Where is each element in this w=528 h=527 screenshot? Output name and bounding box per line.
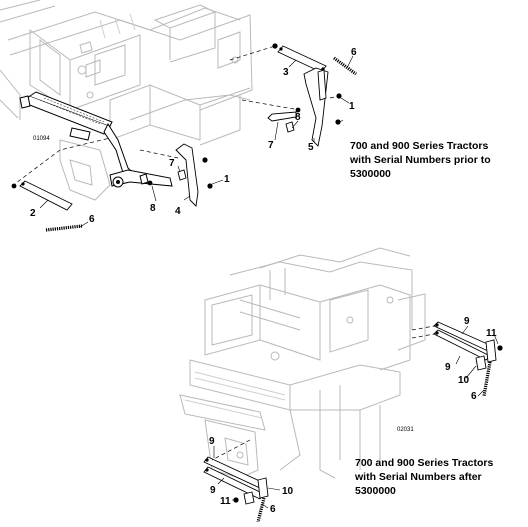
callout-number: 1 <box>224 174 230 185</box>
top-part-6-spring <box>333 56 357 76</box>
callout-number: 6 <box>351 47 357 58</box>
bottom-tractor-frame <box>179 247 426 479</box>
callout-number: 6 <box>471 391 477 402</box>
callout-number: 7 <box>169 158 175 169</box>
callout-number: 7 <box>268 140 274 151</box>
top-caption: 700 and 900 Series Tractors with Serial … <box>350 139 491 181</box>
top-callouts: 6 3 1 8 7 5 7 1 8 2 4 6 01094 <box>30 47 357 225</box>
callout-number: 10 <box>458 375 470 386</box>
caption-line: 700 and 900 Series Tractors <box>355 457 494 469</box>
caption-line: 5300000 <box>350 168 391 180</box>
callout-number: 6 <box>89 214 95 225</box>
callout-number: 1 <box>349 101 355 112</box>
callout-number: 9 <box>464 316 470 327</box>
caption-line: 5300000 <box>355 485 396 497</box>
callout-number: 5 <box>308 142 314 153</box>
bottom-left-bracket <box>203 456 269 523</box>
top-part-5-arm <box>303 67 329 147</box>
top-drawing-code: 01094 <box>33 136 50 142</box>
caption-line: with Serial Numbers prior to <box>350 154 491 166</box>
callout-number: 9 <box>210 485 216 496</box>
top-leader-lines <box>39 55 354 228</box>
bottom-callouts: 9 11 9 10 6 9 10 9 11 6 02031 <box>209 316 497 515</box>
callout-number: 11 <box>486 328 497 339</box>
bottom-leader-lines <box>213 325 499 509</box>
callout-number: 6 <box>270 504 276 515</box>
callout-number: 8 <box>295 112 301 123</box>
top-fasteners <box>11 43 342 189</box>
callout-number: 9 <box>445 362 451 373</box>
top-part-3-bar <box>277 45 327 73</box>
top-alignment-lines <box>11 45 340 187</box>
caption-line: 700 and 900 Series Tractors <box>350 140 489 152</box>
top-part-7-pin <box>267 111 297 122</box>
bottom-alignment-lines <box>211 325 435 461</box>
callout-number: 9 <box>209 436 215 447</box>
caption-line: with Serial Numbers after <box>355 471 482 483</box>
top-part-6b-spring <box>45 224 83 232</box>
callout-number: 2 <box>30 208 36 219</box>
callout-number: 11 <box>220 496 231 507</box>
callout-number: 3 <box>283 67 289 78</box>
top-tractor-frame <box>0 0 253 201</box>
callout-number: 10 <box>282 486 294 497</box>
top-part-4-arm <box>175 143 199 207</box>
bottom-drawing-code: 02031 <box>397 427 414 433</box>
bottom-caption: 700 and 900 Series Tractors with Serial … <box>355 456 493 498</box>
callout-number: 8 <box>150 203 156 214</box>
callout-number: 4 <box>175 206 181 217</box>
top-part-2-bar <box>19 180 73 211</box>
bottom-right-bracket <box>433 321 503 397</box>
top-lift-assembly <box>19 91 173 188</box>
